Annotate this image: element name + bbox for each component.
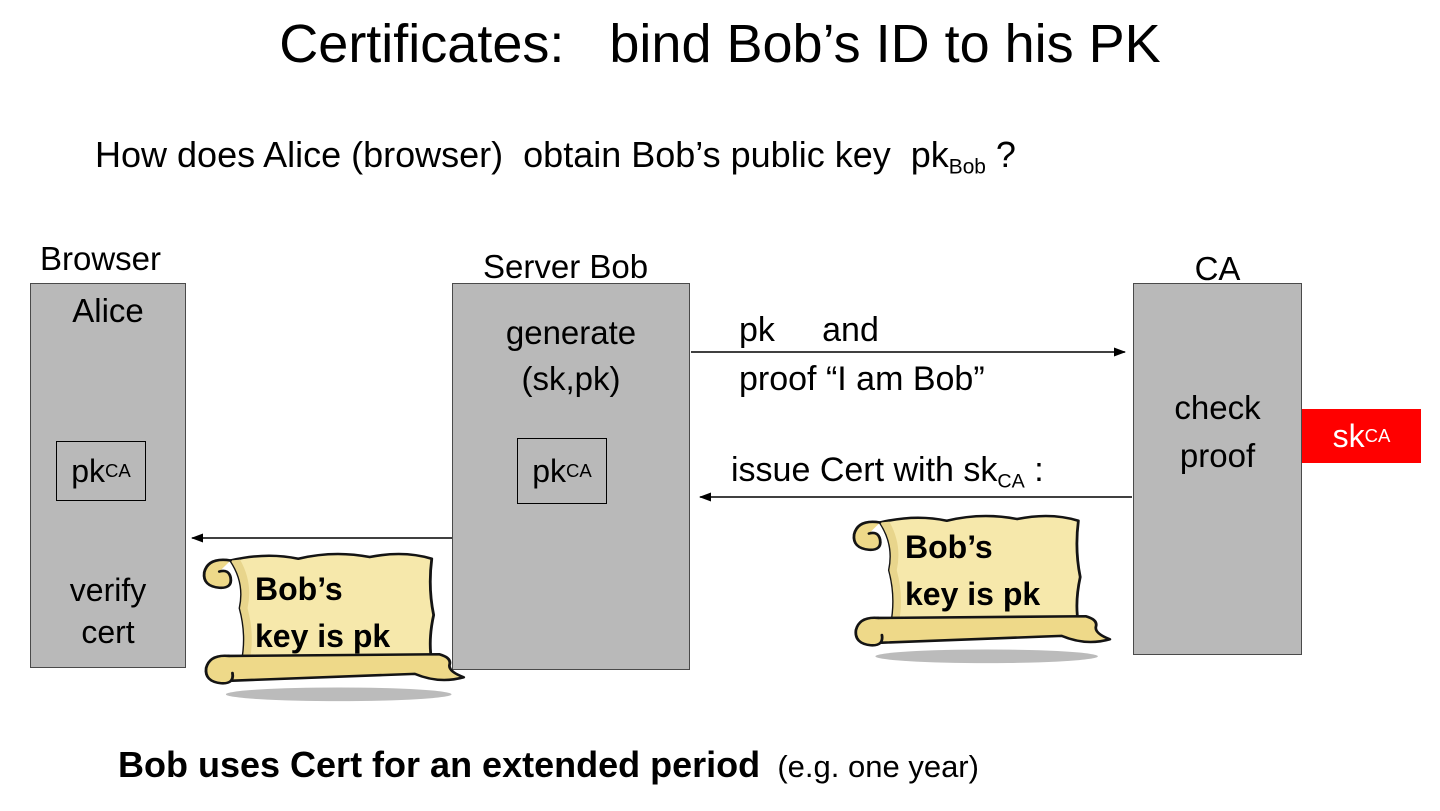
- certificate-scroll-ca: Bob’s key is pk: [843, 502, 1121, 664]
- certificate-scroll-alice: Bob’s key is pk: [193, 540, 475, 702]
- issue-cert-message: issue Cert with skCA :: [731, 451, 1044, 493]
- issue-post: :: [1024, 451, 1044, 489]
- question-pre: How does Alice (browser) obtain Bob’s pu…: [95, 134, 949, 175]
- alice-action-text: verify cert: [69, 572, 147, 650]
- scroll-parchment-icon: [852, 514, 1112, 664]
- enroll-message: pk and proof “I am Bob”: [739, 311, 985, 398]
- certificate-text: Bob’s key is pk: [255, 571, 391, 654]
- footer-normal-text: (e.g. one year): [760, 749, 979, 784]
- alice-pk-label: pk: [71, 452, 106, 489]
- scroll-parchment-icon: [202, 552, 466, 702]
- bob-pk-subscript: CA: [566, 460, 592, 481]
- alice-pk-subscript: CA: [105, 460, 131, 481]
- slide-title: Certificates: bind Bob’s ID to his PK: [279, 14, 1161, 74]
- footer-note: Bob uses Cert for an extended period (e.…: [118, 744, 979, 786]
- issue-subscript: CA: [997, 470, 1025, 493]
- ca-sk-subscript: CA: [1364, 425, 1391, 446]
- browser-label: Browser: [40, 240, 162, 277]
- ca-action-text: check proof: [1174, 389, 1261, 474]
- certificate-text: Bob’s key is pk: [905, 529, 1041, 612]
- ca-label: CA: [1194, 250, 1241, 287]
- alice-name: Alice: [72, 292, 144, 329]
- question-subscript: Bob: [948, 155, 986, 179]
- issue-pre: issue Cert with sk: [731, 451, 998, 489]
- ca-box: check proof: [1133, 283, 1302, 655]
- footer-bold-text: Bob uses Cert for an extended period: [118, 744, 761, 785]
- bob-action-text: generate (sk,pk): [505, 314, 637, 397]
- ca-sk-label: sk: [1332, 417, 1365, 454]
- question-post: ?: [985, 134, 1016, 175]
- server-bob-label: Server Bob: [483, 248, 649, 285]
- question-text: How does Alice (browser) obtain Bob’s pu…: [95, 134, 1016, 180]
- bob-pk-label: pk: [532, 452, 567, 489]
